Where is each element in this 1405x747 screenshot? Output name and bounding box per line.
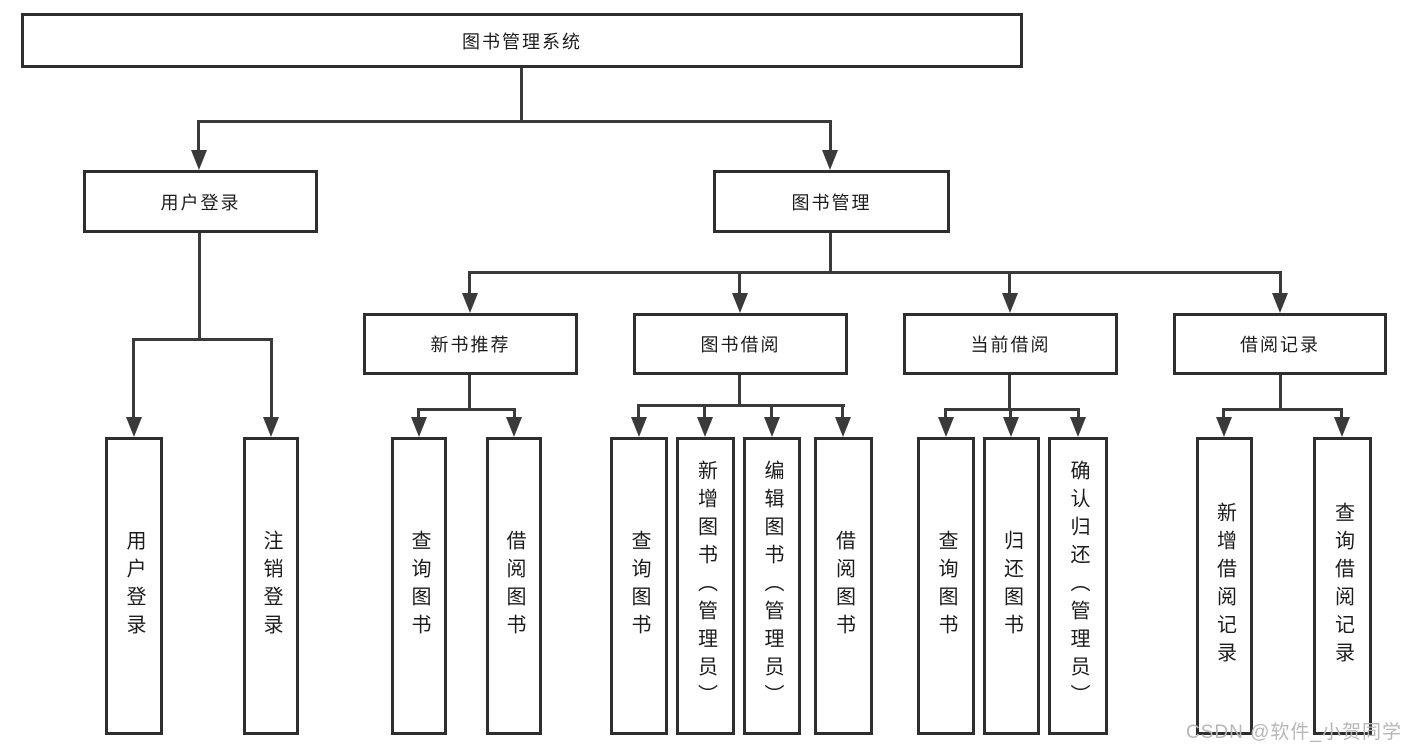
arrowhead-to-new-book — [462, 293, 478, 313]
connector-to-leaf-add-record — [1222, 408, 1225, 419]
connector-new-book-stem — [468, 375, 471, 408]
node-leaf-borrow-books-b-label: 借阅图书 — [832, 530, 855, 642]
node-leaf-query-books-under-borrowing: 查询图书 — [610, 437, 668, 735]
arrowhead-to-book-management — [822, 150, 838, 170]
connector-to-leaf-edit-books — [770, 404, 773, 419]
node-leaf-logout-label: 注销登录 — [260, 530, 282, 642]
arrowhead-to-leaf-query-books-c — [938, 417, 954, 437]
node-leaf-query-borrow-record-label: 查询借阅记录 — [1331, 502, 1354, 670]
connector-current-borrowing-stem — [1008, 375, 1011, 408]
connector-to-leaf-add-books — [703, 404, 706, 419]
node-borrowing-records: 借阅记录 — [1173, 313, 1387, 375]
node-user-login: 用户登录 — [83, 170, 318, 233]
connector-to-leaf-query-record — [1340, 408, 1343, 419]
arrowhead-to-leaf-confirm-return — [1070, 417, 1086, 437]
node-book-management-label: 图书管理 — [791, 192, 872, 213]
node-leaf-query-books-b-label: 查询图书 — [628, 530, 650, 642]
connector-to-user-login — [197, 120, 200, 153]
connector-to-leaf-borrow-books-b — [841, 404, 844, 419]
arrowhead-to-leaf-borrow-books-a — [506, 417, 522, 437]
arrowhead-to-leaf-borrow-books-b — [835, 417, 851, 437]
node-leaf-return-books-label: 归还图书 — [1000, 530, 1023, 642]
arrowhead-to-leaf-query-books-a — [411, 417, 427, 437]
node-leaf-borrow-books-under-new-book: 借阅图书 — [486, 437, 542, 735]
connector-to-leaf-return-books — [1009, 408, 1012, 419]
node-book-borrowing-label: 图书借阅 — [700, 335, 781, 355]
node-current-borrowing-label: 当前借阅 — [970, 335, 1051, 355]
node-new-book-recommend: 新书推荐 — [363, 313, 578, 375]
connector-to-new-book — [468, 271, 471, 295]
node-leaf-return-books: 归还图书 — [983, 437, 1040, 735]
node-current-borrowing: 当前借阅 — [903, 313, 1118, 375]
arrowhead-to-user-login — [191, 150, 207, 170]
node-new-book-recommend-label: 新书推荐 — [430, 335, 511, 355]
arrowhead-to-leaf-query-books-b — [631, 417, 647, 437]
node-leaf-query-books-c-label: 查询图书 — [935, 530, 957, 642]
node-leaf-borrow-books-under-borrowing: 借阅图书 — [814, 437, 873, 735]
arrowhead-to-leaf-query-record — [1334, 417, 1350, 437]
node-user-login-label: 用户登录 — [160, 192, 241, 213]
connector-to-leaf-login — [132, 338, 135, 419]
connector-root-branch — [197, 120, 831, 123]
connector-to-book-borrowing — [738, 271, 741, 295]
connector-to-book-management — [829, 120, 832, 153]
node-book-borrowing: 图书借阅 — [633, 313, 848, 375]
node-leaf-add-borrow-record: 新增借阅记录 — [1196, 437, 1253, 735]
node-leaf-confirm-return-label: 确认归还（管理员） — [1067, 460, 1089, 712]
node-leaf-add-books-label: 新增图书（管理员） — [694, 460, 717, 712]
connector-to-leaf-query-books-b — [637, 404, 640, 419]
connector-current-borrowing-branch — [944, 408, 1080, 411]
node-leaf-query-books-under-new-book: 查询图书 — [391, 437, 447, 735]
node-leaf-add-books-admin: 新增图书（管理员） — [676, 437, 735, 735]
connector-book-management-branch — [468, 271, 1282, 274]
node-leaf-user-login-label: 用户登录 — [123, 530, 145, 642]
node-leaf-add-borrow-record-label: 新增借阅记录 — [1213, 502, 1236, 670]
arrowhead-to-book-borrowing — [732, 293, 748, 313]
connector-to-leaf-borrow-books-a — [513, 408, 516, 419]
arrowhead-to-leaf-add-books — [697, 417, 713, 437]
arrowhead-to-leaf-login — [126, 417, 142, 437]
node-leaf-query-books-a-label: 查询图书 — [408, 530, 430, 642]
node-book-management: 图书管理 — [713, 170, 950, 233]
connector-to-leaf-confirm-return — [1077, 408, 1080, 419]
node-leaf-logout: 注销登录 — [243, 437, 299, 735]
node-root: 图书管理系统 — [21, 13, 1023, 68]
node-leaf-edit-books-label: 编辑图书（管理员） — [761, 460, 783, 712]
connector-to-borrowing-records — [1279, 271, 1282, 295]
csdn-watermark: CSDN @软件_小贺同学 — [1186, 722, 1402, 743]
arrowhead-to-leaf-return-books — [1003, 417, 1019, 437]
connector-book-borrowing-stem — [738, 375, 741, 404]
connector-to-leaf-query-books-c — [944, 408, 947, 419]
connector-book-borrowing-branch — [637, 404, 845, 407]
connector-to-leaf-logout — [270, 338, 273, 419]
connector-to-current-borrowing — [1008, 271, 1011, 295]
arrowhead-to-leaf-logout — [263, 417, 279, 437]
node-borrowing-records-label: 借阅记录 — [1240, 335, 1320, 355]
node-leaf-query-borrow-record: 查询借阅记录 — [1313, 437, 1372, 735]
connector-borrowing-records-stem — [1279, 375, 1282, 408]
connector-user-login-stem — [198, 233, 201, 338]
node-leaf-edit-books-admin: 编辑图书（管理员） — [743, 437, 801, 735]
node-leaf-borrow-books-a-label: 借阅图书 — [503, 530, 525, 642]
arrowhead-to-borrowing-records — [1272, 293, 1288, 313]
arrowhead-to-leaf-add-record — [1216, 417, 1232, 437]
node-leaf-confirm-return-admin: 确认归还（管理员） — [1048, 437, 1108, 735]
arrowhead-to-leaf-edit-books — [764, 417, 780, 437]
node-leaf-user-login: 用户登录 — [105, 437, 163, 735]
connector-book-management-stem — [829, 233, 832, 271]
arrowhead-to-current-borrowing — [1002, 293, 1018, 313]
connector-root-stem — [520, 68, 523, 120]
connector-borrowing-records-branch — [1222, 408, 1343, 411]
node-root-label: 图书管理系统 — [462, 31, 582, 52]
node-leaf-query-books-under-current: 查询图书 — [917, 437, 975, 735]
connector-user-login-branch — [132, 338, 273, 341]
connector-to-leaf-query-books-a — [417, 408, 420, 419]
connector-new-book-branch — [417, 408, 516, 411]
